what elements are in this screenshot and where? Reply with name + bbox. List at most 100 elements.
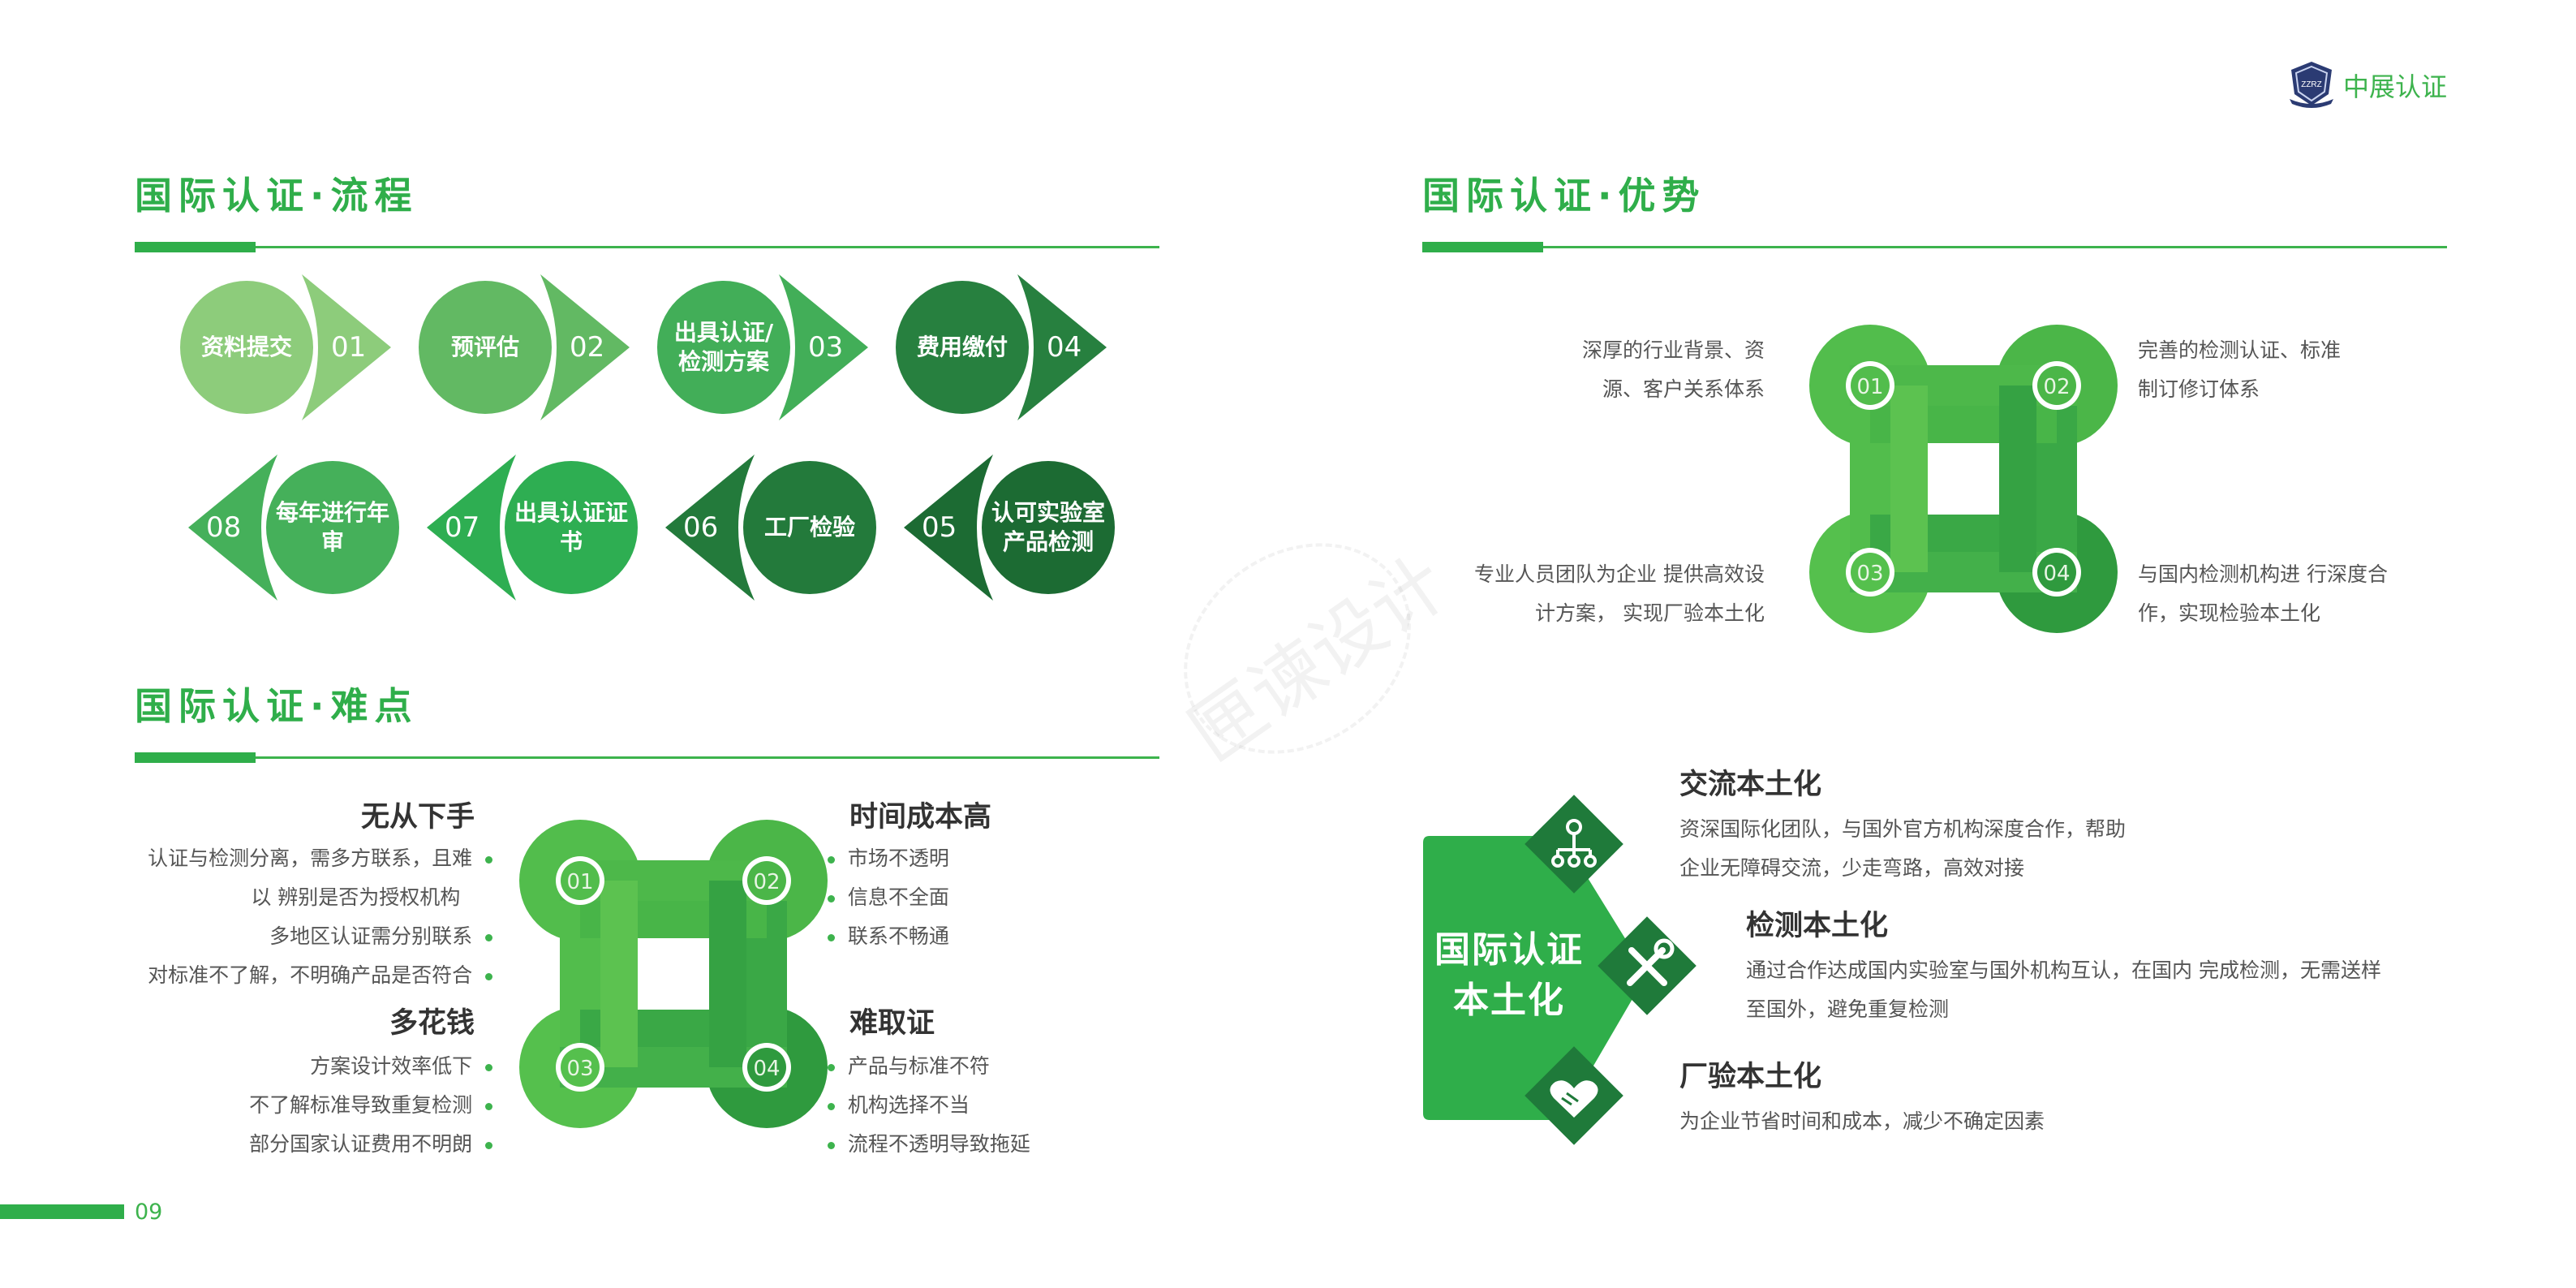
section-rule-accent <box>1422 242 1543 252</box>
difficulty-list-2: 市场不透明 信息不全面 联系不畅通 <box>828 839 949 956</box>
process-step: 出具认证证书 07 <box>411 446 646 609</box>
list-item: 信息不全面 <box>828 878 949 917</box>
section-rule-accent <box>135 242 256 252</box>
step-circle <box>743 461 876 594</box>
step-label: 资料提交 <box>200 334 292 360</box>
difficulty-title-4: 难取证 <box>849 1007 935 1040</box>
step-number: 02 <box>570 331 605 364</box>
difficulty-list-1: 认证与检测分离，需多方联系，且难 以 辨别是否为授权机构 多地区认证需分别联系 … <box>148 839 492 995</box>
step-circle <box>896 281 1029 414</box>
list-item: 产品与标准不符 <box>828 1047 1030 1086</box>
bullet-dot <box>828 1063 835 1071</box>
difficulty-diagram: 01 02 03 04 <box>511 812 836 1136</box>
step-arrow <box>188 454 399 601</box>
bullet-dot <box>485 1102 492 1110</box>
advantage-text-1: 深厚的行业背景、资源、客户关系体系 <box>1581 338 1765 401</box>
difficulty-list-3: 方案设计效率低下 不了解标准导致重复检测 部分国家认证费用不明朗 <box>249 1047 492 1164</box>
diff-num-04: 04 <box>753 1057 780 1081</box>
chevron-shape <box>302 274 391 420</box>
step-number: 01 <box>331 331 367 364</box>
list-item: 联系不畅通 <box>828 917 949 956</box>
list-item: 部分国家认证费用不明朗 <box>249 1125 492 1164</box>
list-item: 机构选择不当 <box>828 1086 1030 1125</box>
list-item: 不了解标准导致重复检测 <box>249 1086 492 1125</box>
localization-center-label: 国际认证本土化 <box>1434 929 1584 1021</box>
chevron-shape <box>427 454 516 601</box>
chevron-shape <box>779 274 868 420</box>
localization-text-1: 资深国际化团队，与国外官方机构深度合作，帮助企业无障碍交流，少走弯路，高效对接 <box>1679 817 2127 880</box>
bullet-dot <box>485 1063 492 1071</box>
step-number: 03 <box>808 331 844 364</box>
list-item: 市场不透明 <box>828 839 949 878</box>
advantage-text-4: 与国内检测机构进 行深度合作，实现检验本土化 <box>2138 562 2388 625</box>
section-rule <box>135 756 1159 759</box>
diff-num-02: 02 <box>753 870 780 894</box>
localization-text-3: 为企业节省时间和成本，减少不确定因素 <box>1679 1109 2045 1133</box>
list-item: 流程不透明导致拖延 <box>828 1125 1030 1164</box>
logo-text: ZZRZ <box>2301 80 2322 89</box>
step-label: 出具认证证书 <box>514 499 628 555</box>
step-label: 每年进行年审 <box>275 499 389 555</box>
bullet-dot <box>828 1102 835 1110</box>
step-label: 认可实验室产品检测 <box>991 499 1105 555</box>
step-circle <box>180 281 313 414</box>
localization-title-2: 检测本土化 <box>1746 910 1889 942</box>
step-arrow <box>180 274 391 420</box>
list-item: 认证与检测分离，需多方联系，且难 <box>148 839 492 878</box>
list-item: 方案设计效率低下 <box>249 1047 492 1086</box>
brand-name: 中展认证 <box>2343 71 2448 102</box>
process-step: 认可实验室产品检测 05 <box>888 446 1123 609</box>
adv-num-01: 01 <box>1856 375 1883 399</box>
adv-num-02: 02 <box>2043 375 2070 399</box>
bullet-dot <box>828 855 835 864</box>
step-label: 出具认证/检测方案 <box>673 319 774 375</box>
localization-text-2: 通过合作达成国内实验室与国外机构互认，在国内 完成检测，无需送样至国外，避免重复… <box>1746 958 2381 1021</box>
step-number: 04 <box>1047 331 1082 364</box>
bullet-dot <box>485 1141 492 1149</box>
process-step: 工厂检验 06 <box>649 446 884 609</box>
brand-logo: ZZRZ <box>2286 58 2337 109</box>
advantage-text-3: 专业人员团队为企业 提供高效设计方案， 实现厂验本土化 <box>1474 562 1765 625</box>
difficulty-list-4: 产品与标准不符 机构选择不当 流程不透明导致拖延 <box>828 1047 1030 1164</box>
process-step: 资料提交 01 <box>172 266 407 429</box>
bullet-dot <box>828 894 835 902</box>
list-item: 对标准不了解，不明确产品是否符合 <box>148 956 492 995</box>
section-rule-accent <box>135 752 256 763</box>
step-circle <box>266 461 399 594</box>
step-number: 06 <box>683 511 719 544</box>
step-number: 07 <box>445 511 480 544</box>
difficulty-title-1: 无从下手 <box>360 801 475 834</box>
process-step: 出具认证/检测方案 03 <box>649 266 884 429</box>
bullet-dot <box>485 855 492 864</box>
step-number: 08 <box>206 511 242 544</box>
bullet-dot <box>485 972 492 980</box>
advantage-diagram: 01 02 03 04 <box>1801 317 2126 641</box>
process-step: 预评估 02 <box>411 266 646 429</box>
chevron-shape <box>1017 274 1107 420</box>
step-circle <box>505 461 638 594</box>
step-number: 05 <box>922 511 957 544</box>
step-circle <box>982 461 1115 594</box>
step-arrow <box>665 454 876 601</box>
localization-panel <box>1420 828 1663 1128</box>
network-diamond <box>1521 791 1627 897</box>
adv-num-04: 04 <box>2043 562 2070 586</box>
section-title-advantage: 国际认证·优势 <box>1422 174 1706 218</box>
diff-num-01: 01 <box>566 870 593 894</box>
chevron-shape <box>665 454 755 601</box>
difficulty-title-2: 时间成本高 <box>849 801 992 834</box>
step-arrow <box>427 454 638 601</box>
section-rule <box>135 246 1159 248</box>
footer-bar <box>0 1204 124 1219</box>
handshake-icon <box>1550 1080 1598 1118</box>
list-item: 以 辨别是否为授权机构 <box>251 885 461 909</box>
chevron-shape <box>904 454 993 601</box>
step-label: 预评估 <box>450 334 519 360</box>
bullet-dot <box>828 933 835 941</box>
step-circle <box>657 281 790 414</box>
localization-title-3: 厂验本土化 <box>1679 1061 1822 1093</box>
section-rule <box>1422 246 2447 248</box>
network-icon <box>1551 819 1597 868</box>
step-label: 工厂检验 <box>763 514 855 541</box>
